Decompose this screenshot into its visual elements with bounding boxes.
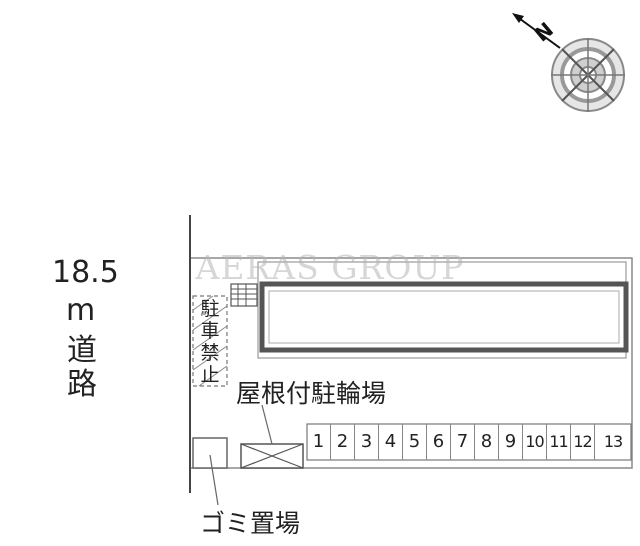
road-label: 道 路 (64, 334, 100, 402)
building (259, 281, 629, 353)
compass-rose-icon (551, 38, 625, 112)
no-parking-zone (192, 295, 228, 387)
garbage-label: ゴミ置場 (200, 509, 301, 538)
stairs-icon (230, 283, 258, 307)
parking-space: 6 (427, 424, 451, 460)
compass: N (512, 13, 625, 112)
parking-space: 11 (547, 424, 571, 460)
parking-space: 12 (571, 424, 595, 460)
garbage-area (192, 437, 228, 469)
no-parking-char: 禁 (200, 342, 220, 364)
parking-space: 3 (355, 424, 379, 460)
parking-space: 8 (475, 424, 499, 460)
parking-space: 9 (499, 424, 523, 460)
parking-space: 2 (331, 424, 355, 460)
no-parking-label: 駐 車 禁 止 (195, 298, 225, 386)
no-parking-char: 止 (200, 364, 220, 386)
road-edge-line (189, 215, 191, 493)
road-char: 路 (67, 367, 97, 402)
parking-space: 4 (379, 424, 403, 460)
road-char: 道 (67, 333, 97, 368)
parking-space: 7 (451, 424, 475, 460)
parking-space: 10 (523, 424, 547, 460)
watermark: AERAS GROUP (195, 248, 465, 287)
parking-space: 13 (603, 432, 623, 451)
north-arrow-icon (512, 13, 561, 49)
bike-parking-area (240, 443, 304, 469)
no-parking-char: 駐 (200, 298, 220, 320)
road-unit: m (66, 293, 96, 328)
bike-parking-label: 屋根付駐輪場 (236, 379, 387, 408)
no-parking-char: 車 (200, 320, 220, 342)
lot-boundary (191, 257, 633, 469)
road-width: 18.5 (52, 255, 119, 290)
parking-space: 1 (307, 424, 331, 460)
parking-space: 5 (403, 424, 427, 460)
parking-strip (306, 423, 632, 461)
